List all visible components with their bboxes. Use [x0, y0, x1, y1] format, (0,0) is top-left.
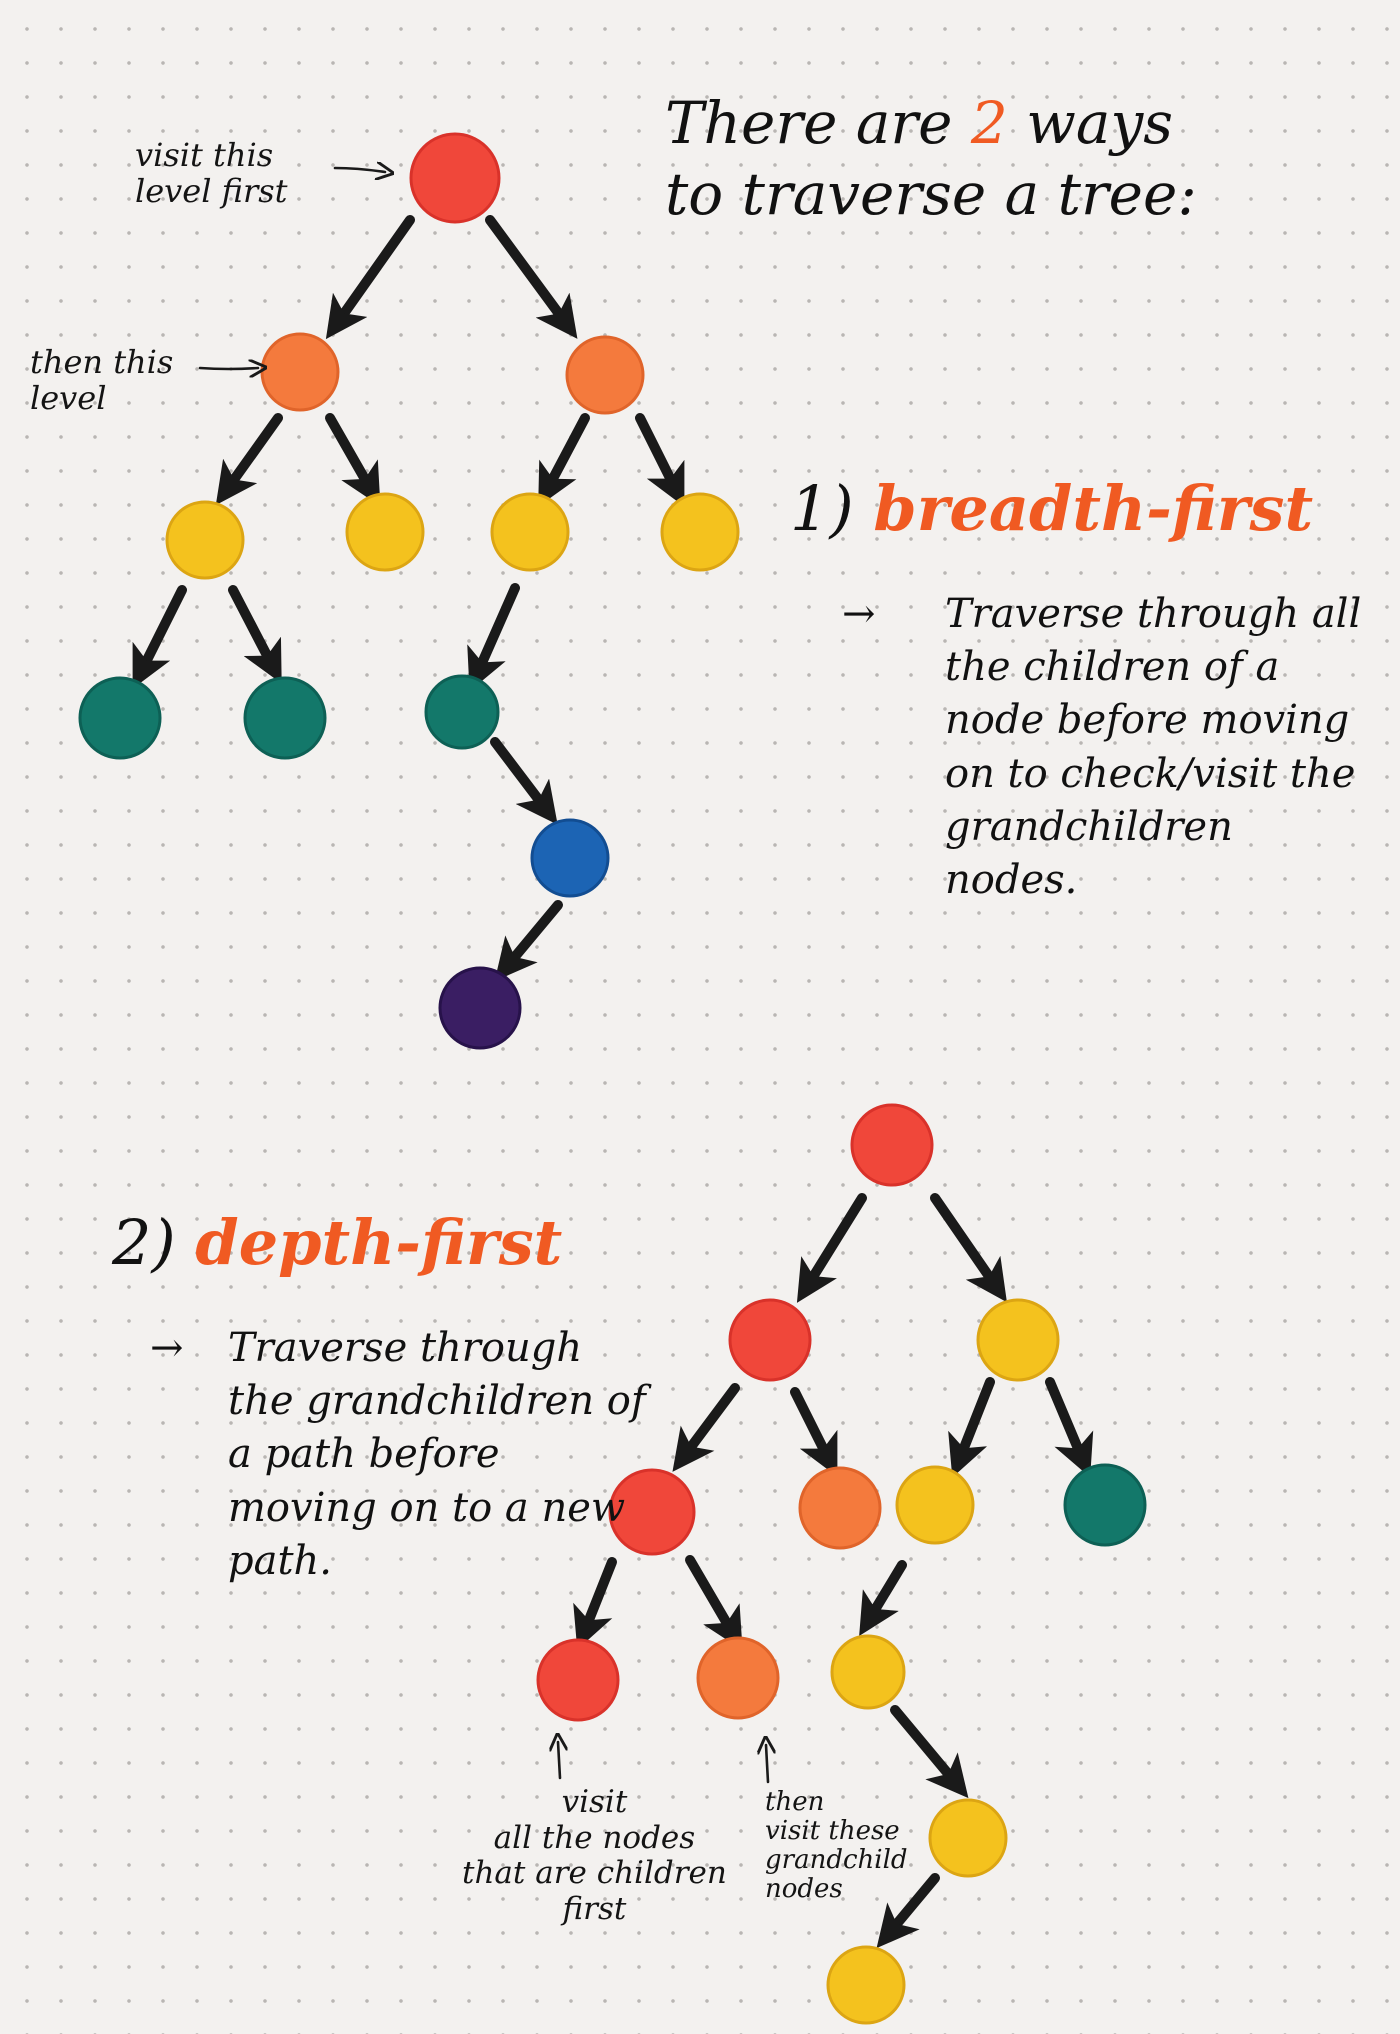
annotation-then-this-level: then this level [30, 343, 174, 417]
annotation-arrow [558, 1742, 560, 1780]
dfs-edge [876, 1873, 940, 1949]
bfs-node-level3 [243, 676, 327, 760]
bfs-number: 1) [790, 472, 854, 545]
bfs-label: breadth-first [873, 472, 1314, 545]
dfs-edge [685, 1555, 743, 1651]
dfs-label: depth-first [195, 1206, 563, 1279]
annotation-arrow [198, 368, 258, 369]
bfs-description: Traverse through all the children of a n… [945, 591, 1362, 903]
annotation-arrow [333, 168, 385, 172]
dfs-node [826, 1945, 906, 2025]
bfs-edge [132, 585, 187, 689]
bfs-edge [215, 413, 283, 506]
dfs-node [830, 1634, 906, 1710]
dfs-node [895, 1465, 975, 1545]
bfs-heading: 1) breadth-first [790, 478, 1313, 540]
annotation-arrow [766, 1745, 768, 1784]
dfs-node [928, 1798, 1008, 1878]
dfs-edge [930, 1193, 1007, 1303]
bfs-edge [538, 413, 590, 507]
annotation-visit-level-first: visit this level first [135, 136, 288, 210]
page-title: There are 2 ways to traverse a tree: [665, 88, 1197, 230]
title-count: 2 [970, 89, 1008, 157]
title-line-1: There are 2 ways [665, 89, 1174, 157]
bfs-tree [78, 132, 740, 1050]
dfs-edge [672, 1383, 740, 1472]
dfs-node [1063, 1463, 1147, 1547]
bfs-edge [228, 585, 282, 684]
annotation-visit-children-first: visit all the nodes that are children fi… [462, 1784, 727, 1927]
bfs-node-level3 [424, 674, 500, 750]
bfs-node-level2 [660, 492, 740, 572]
dfs-node-root [850, 1103, 934, 1187]
dfs-node [696, 1636, 780, 1720]
dfs-node [976, 1298, 1060, 1382]
dfs-edge [1045, 1377, 1094, 1478]
bfs-edge [325, 413, 381, 507]
dfs-number: 2) [112, 1206, 176, 1279]
dfs-tree [536, 1103, 1147, 2025]
dfs-node [798, 1466, 882, 1550]
bfs-node-root [409, 132, 501, 224]
bfs-node-level1-left [260, 332, 340, 412]
dfs-edge [790, 1387, 838, 1477]
bfs-edge-root-right [485, 215, 578, 339]
annotation-then-grandchild: then visit these grandchild nodes [765, 1787, 908, 1905]
bfs-node-level2 [165, 500, 245, 580]
bfs-edge [494, 900, 563, 982]
bfs-arrow: → [842, 591, 876, 637]
bfs-node-level5 [438, 966, 522, 1050]
dfs-node [536, 1638, 620, 1722]
dfs-heading: 2) depth-first [112, 1212, 562, 1274]
bfs-node-level1-right [565, 335, 645, 415]
dfs-arrow: → [150, 1325, 184, 1371]
bfs-node-level2 [345, 492, 425, 572]
dfs-node [608, 1468, 696, 1556]
dfs-edge [859, 1560, 907, 1636]
bfs-edge [635, 413, 685, 507]
dfs-edge [890, 1705, 969, 1799]
bfs-node-level2 [490, 492, 570, 572]
dfs-node [728, 1298, 812, 1382]
dfs-edge [573, 1557, 617, 1650]
bfs-edge [490, 737, 558, 825]
dfs-description: Traverse through the grandchildren of a … [228, 1325, 646, 1584]
bfs-node-level4 [530, 818, 610, 898]
bfs-node-level3 [78, 676, 162, 760]
dfs-edge [948, 1377, 995, 1478]
bfs-edge [467, 583, 520, 692]
bfs-edge-root-left [325, 215, 415, 340]
dfs-edge [796, 1193, 867, 1303]
title-line-2: to traverse a tree: [665, 159, 1197, 228]
